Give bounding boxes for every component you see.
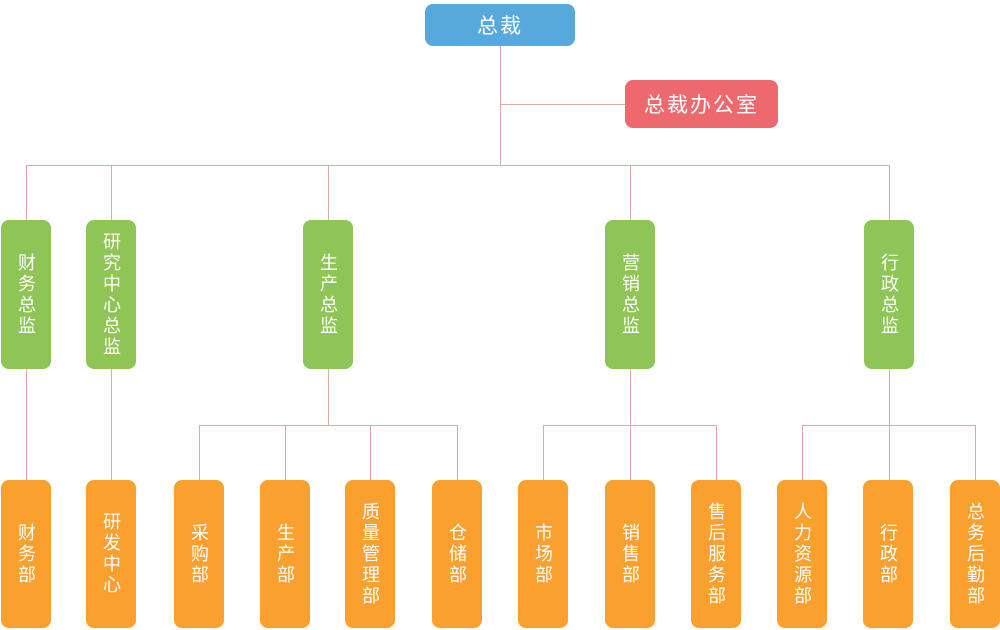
connector-line [716, 425, 717, 480]
node-dept-market: 市场部 [518, 480, 568, 628]
connector-line [328, 165, 329, 220]
connector-line [889, 165, 890, 220]
connector-line [543, 425, 716, 426]
node-dept-quality-mgmt-label: 质量管理部 [360, 501, 380, 607]
connector-line [500, 46, 501, 165]
connector-line [199, 425, 200, 480]
node-director-admin: 行政总监 [864, 220, 914, 369]
node-dept-sales-label: 销售部 [620, 522, 640, 586]
connector-line [889, 369, 890, 425]
connector-line [370, 425, 371, 480]
node-dept-hr: 人力资源部 [777, 480, 827, 628]
node-president-office-label: 总裁办公室 [644, 94, 759, 117]
connector-line [500, 104, 625, 105]
connector-line [199, 425, 457, 426]
node-dept-finance: 财务部 [1, 480, 51, 628]
node-dept-production-label: 生产部 [275, 522, 295, 586]
connector-line [630, 369, 631, 425]
node-dept-purchasing: 采购部 [174, 480, 224, 628]
node-director-production-label: 生产总监 [318, 252, 338, 337]
connector-line [543, 425, 544, 480]
connector-line [802, 425, 975, 426]
connector-line [26, 165, 27, 220]
connector-line [26, 369, 27, 480]
connector-line [111, 369, 112, 480]
node-director-marketing: 营销总监 [605, 220, 655, 369]
node-director-finance: 财务总监 [1, 220, 51, 369]
node-dept-general-logistics-label: 总务后勤部 [965, 501, 985, 607]
node-director-finance-label: 财务总监 [16, 252, 36, 337]
node-director-research-center: 研究中心总监 [86, 220, 136, 369]
node-dept-warehouse: 仓储部 [432, 480, 482, 628]
connector-line [285, 425, 286, 480]
node-dept-after-sales: 售后服务部 [691, 480, 741, 628]
node-dept-purchasing-label: 采购部 [189, 522, 209, 586]
node-president-office: 总裁办公室 [625, 80, 778, 128]
node-dept-hr-label: 人力资源部 [792, 501, 812, 607]
node-dept-rd-center: 研发中心 [86, 480, 136, 628]
connector-line [975, 425, 976, 480]
connector-line [457, 425, 458, 480]
node-director-marketing-label: 营销总监 [620, 252, 640, 337]
node-dept-admin-label: 行政部 [878, 522, 898, 586]
node-dept-production: 生产部 [260, 480, 310, 628]
node-dept-finance-label: 财务部 [16, 522, 36, 586]
connector-line [630, 425, 631, 480]
node-dept-rd-center-label: 研发中心 [101, 512, 121, 596]
connector-line [26, 165, 890, 166]
connector-line [802, 425, 803, 480]
node-director-admin-label: 行政总监 [879, 252, 899, 337]
node-dept-admin: 行政部 [863, 480, 913, 628]
node-director-production: 生产总监 [303, 220, 353, 369]
connector-line [328, 369, 329, 425]
node-dept-sales: 销售部 [605, 480, 655, 628]
node-dept-warehouse-label: 仓储部 [447, 522, 467, 586]
connector-line [630, 165, 631, 220]
node-dept-general-logistics: 总务后勤部 [950, 480, 1000, 628]
connector-line [111, 165, 112, 220]
node-dept-after-sales-label: 售后服务部 [706, 501, 726, 607]
node-dept-quality-mgmt: 质量管理部 [345, 480, 395, 628]
connector-line [889, 425, 890, 480]
node-dept-market-label: 市场部 [533, 522, 553, 586]
node-director-research-center-label: 研究中心总监 [101, 231, 121, 358]
node-president: 总裁 [425, 4, 575, 46]
node-president-label: 总裁 [477, 15, 523, 38]
